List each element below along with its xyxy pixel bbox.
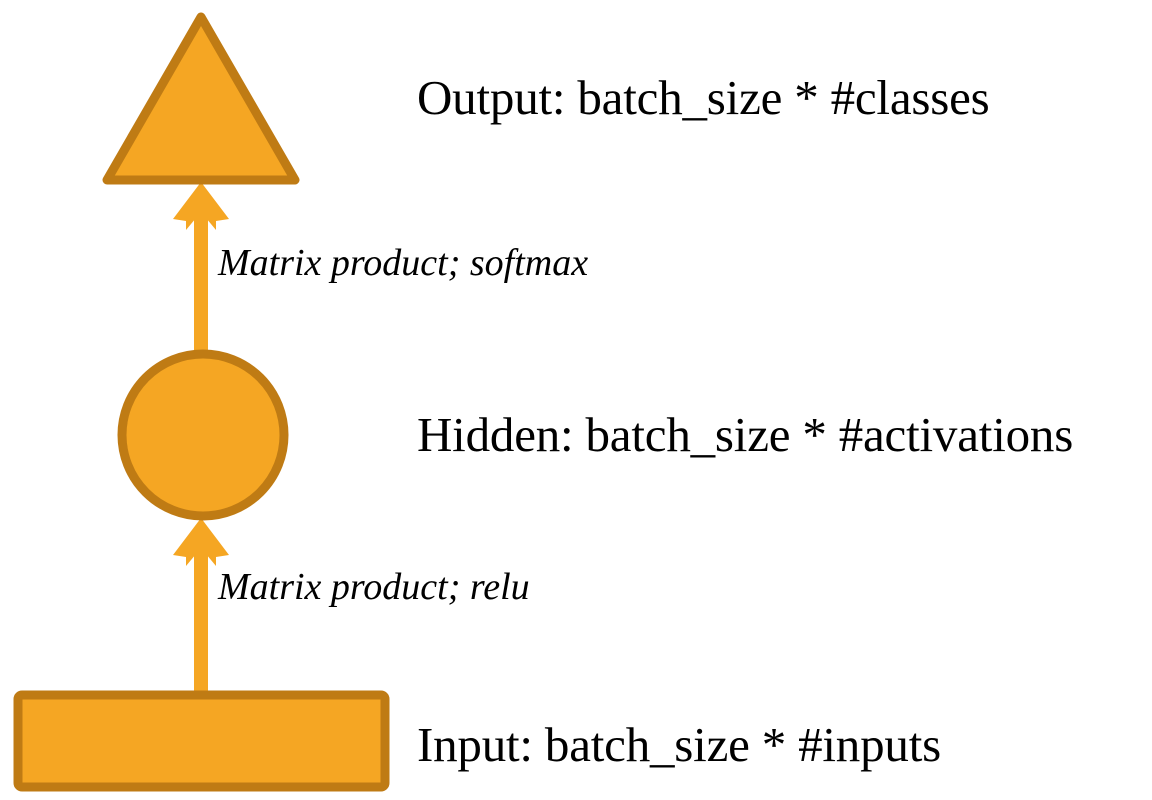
arrow-shaft [194, 545, 208, 692]
node-input-rectangle[interactable] [13, 690, 390, 792]
arrow-shaft [194, 208, 208, 356]
circle-shape [117, 349, 289, 521]
node-output-triangle[interactable] [102, 12, 300, 185]
edge-hidden-to-output[interactable] [173, 182, 229, 356]
arrow-head [173, 518, 229, 566]
triangle-shape [102, 12, 300, 185]
output-layer-label: Output: batch_size * #classes [417, 70, 990, 125]
node-hidden-circle[interactable] [117, 349, 289, 521]
hidden-layer-label: Hidden: batch_size * #activations [417, 407, 1074, 462]
edge-label-softmax: Matrix product; softmax [218, 242, 589, 284]
rectangle-shape [13, 690, 390, 792]
input-layer-label: Input: batch_size * #inputs [417, 717, 941, 772]
arrow-head [173, 182, 229, 230]
edge-label-relu: Matrix product; relu [218, 566, 530, 608]
edge-input-to-hidden[interactable] [173, 518, 229, 692]
